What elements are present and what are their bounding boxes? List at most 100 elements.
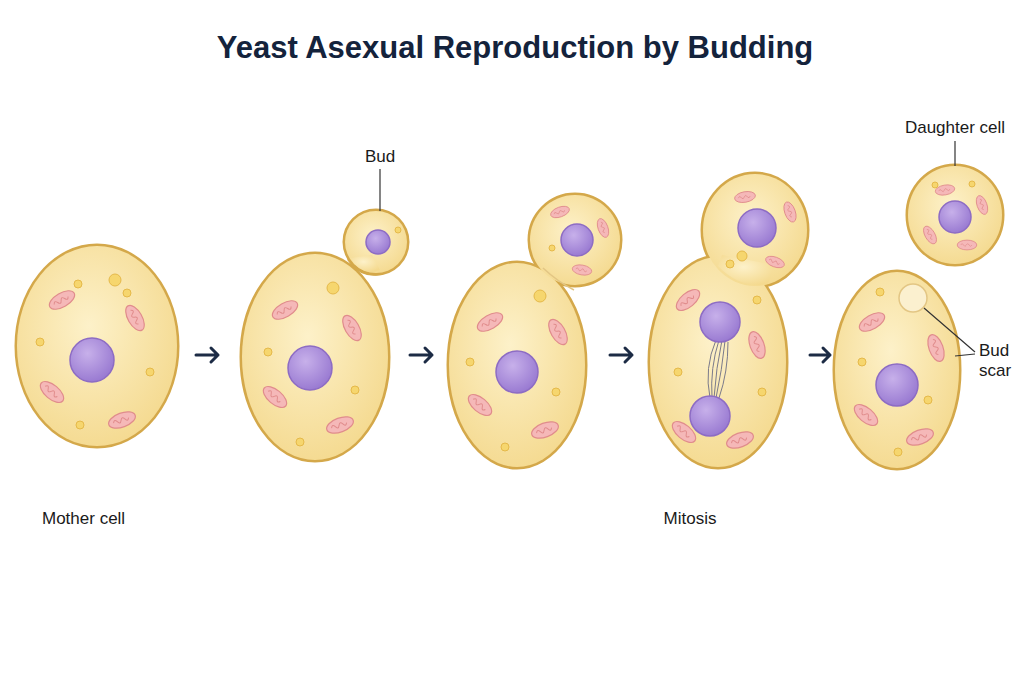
cytoplasm bbox=[449, 263, 585, 467]
cytoplasm bbox=[242, 254, 388, 460]
diagram-title: Yeast Asexual Reproduction by Budding bbox=[0, 30, 1030, 66]
mitochondrion bbox=[37, 378, 67, 407]
nucleus bbox=[700, 302, 740, 342]
vesicle bbox=[674, 368, 682, 376]
cell-wall bbox=[242, 254, 388, 460]
vesicle bbox=[395, 227, 401, 233]
vesicle bbox=[327, 282, 339, 294]
cell-wall bbox=[650, 257, 786, 467]
mother-cell bbox=[835, 272, 959, 468]
mitochondrion bbox=[856, 309, 887, 335]
vesicle bbox=[534, 290, 546, 302]
mitochondrion bbox=[122, 302, 148, 333]
mitochondrion bbox=[781, 200, 798, 223]
mitochondrion bbox=[974, 194, 990, 216]
septum bbox=[543, 268, 574, 290]
vesicle bbox=[351, 386, 359, 394]
vesicle bbox=[552, 388, 560, 396]
vesicle bbox=[549, 245, 555, 251]
cell-wall bbox=[449, 263, 585, 467]
mitochondrion bbox=[921, 224, 939, 246]
vesicle bbox=[146, 368, 154, 376]
bud-nucleus bbox=[561, 224, 593, 256]
vesicle bbox=[932, 182, 938, 188]
mitochondrion bbox=[545, 316, 571, 347]
mitochondrion bbox=[260, 383, 290, 412]
nucleus bbox=[939, 201, 971, 233]
step-arrow bbox=[410, 348, 432, 362]
mitochondrion bbox=[474, 309, 505, 335]
mitochondrion bbox=[734, 190, 757, 204]
nucleus bbox=[876, 364, 918, 406]
leader-line bbox=[379, 169, 380, 211]
vesicle bbox=[296, 438, 304, 446]
cytoplasm bbox=[650, 257, 786, 467]
vesicle bbox=[109, 274, 121, 286]
bud-wall bbox=[703, 174, 807, 286]
vesicle bbox=[501, 443, 509, 451]
cytoplasm bbox=[908, 166, 1002, 264]
daughter-cell bbox=[908, 166, 1002, 264]
vesicle bbox=[894, 448, 902, 456]
bud-wall bbox=[345, 211, 407, 273]
nucleus bbox=[288, 346, 332, 390]
bud-neck bbox=[350, 255, 380, 272]
mitochondrion bbox=[724, 429, 755, 452]
stage-label: Mother cell bbox=[42, 509, 202, 529]
leader-line bbox=[954, 141, 955, 166]
vesicle bbox=[74, 280, 82, 288]
vesicle bbox=[858, 358, 866, 366]
mitochondrion bbox=[851, 401, 881, 430]
mitochondrion bbox=[904, 426, 935, 449]
vesicle bbox=[924, 396, 932, 404]
mitochondrion bbox=[571, 263, 592, 276]
dividing-cell bbox=[650, 174, 807, 467]
bud-wall bbox=[530, 195, 620, 285]
mitochondrion bbox=[324, 414, 355, 437]
cell-wall bbox=[908, 166, 1002, 264]
mitochondrion bbox=[925, 332, 948, 363]
bud-cytoplasm bbox=[703, 174, 807, 286]
step-arrow bbox=[196, 348, 218, 362]
mitochondrion bbox=[764, 254, 786, 270]
vesicle bbox=[753, 296, 761, 304]
vesicle bbox=[969, 181, 975, 187]
growing-bud-cell bbox=[449, 195, 620, 467]
budding-cell bbox=[242, 211, 407, 460]
nucleus bbox=[70, 338, 114, 382]
mitochondrion bbox=[529, 419, 560, 442]
bud-cytoplasm bbox=[345, 211, 407, 273]
vesicle bbox=[466, 358, 474, 366]
vesicle bbox=[726, 260, 734, 268]
mitochondrion bbox=[549, 204, 571, 220]
mitochondrion bbox=[673, 286, 703, 315]
vesicle bbox=[36, 338, 44, 346]
mitochondrion bbox=[46, 287, 77, 313]
vesicle bbox=[737, 251, 747, 261]
part-label: Bud scar bbox=[979, 341, 1027, 381]
vesicle bbox=[264, 348, 272, 356]
mitochondrion bbox=[746, 329, 769, 360]
nucleus bbox=[496, 351, 538, 393]
mitochondrion bbox=[595, 217, 611, 239]
bud-cytoplasm bbox=[530, 195, 620, 285]
part-label: Daughter cell bbox=[885, 118, 1025, 138]
bud-scar bbox=[899, 284, 927, 312]
cytoplasm bbox=[835, 272, 959, 468]
cell-wall bbox=[17, 246, 177, 446]
vesicle bbox=[876, 288, 884, 296]
cell-wall bbox=[835, 272, 959, 468]
mitochondrion bbox=[269, 297, 300, 323]
vesicle bbox=[758, 388, 766, 396]
step-arrow bbox=[610, 348, 632, 362]
bud-nucleus bbox=[366, 230, 390, 254]
step-arrow bbox=[810, 348, 830, 362]
mitochondrion bbox=[465, 391, 495, 420]
mitochondrion bbox=[339, 312, 365, 343]
mother-cell bbox=[17, 246, 177, 446]
mitochondrion bbox=[106, 409, 137, 432]
mitotic-spindle bbox=[708, 340, 728, 398]
cytoplasm bbox=[17, 246, 177, 446]
